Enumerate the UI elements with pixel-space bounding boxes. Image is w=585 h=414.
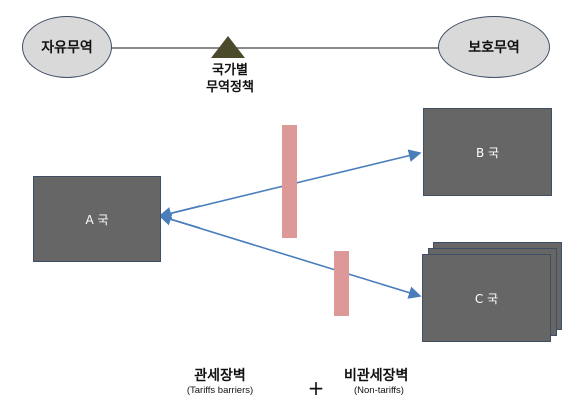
protectionism-oval: 보호무역 [438, 16, 550, 78]
tariff-barrier-title: 관세장벽 [194, 368, 246, 384]
policy-pointer-triangle [211, 36, 245, 58]
trade-policy-label: 국가별 무역정책 [180, 62, 280, 96]
arrow-head-at-a-lower [158, 213, 201, 229]
country-b-label: B 국 [475, 145, 500, 160]
nontariff-barrier-subtitle: (Non-tariffs) [354, 385, 404, 396]
country-a-label: A 국 [85, 212, 109, 227]
arrow-a-to-c [159, 215, 422, 299]
arrow-head-at-a [158, 205, 201, 220]
country-c-box: C 국 [422, 254, 551, 342]
country-b-box: B 국 [423, 108, 552, 196]
nontariff-barrier-title: 비관세장벽 [344, 368, 409, 384]
tariff-barrier-legend: 관세장벽 (Tariffs barriers) [170, 368, 270, 397]
plus-sign: + [307, 376, 325, 400]
trade-policy-label-line1: 국가별 [212, 63, 248, 78]
tariff-barrier-bar [282, 125, 297, 238]
nontariff-barrier-legend: 비관세장벽 (Non-tariffs) [344, 368, 444, 397]
country-c-label: C 국 [474, 291, 499, 306]
country-a-box: A 국 [33, 176, 161, 262]
nontariff-barrier-bar [334, 251, 349, 316]
free-trade-oval: 자유무역 [22, 16, 112, 78]
tariff-barrier-subtitle: (Tariffs barriers) [186, 385, 254, 396]
trade-policy-label-line2: 무역정책 [206, 80, 254, 95]
